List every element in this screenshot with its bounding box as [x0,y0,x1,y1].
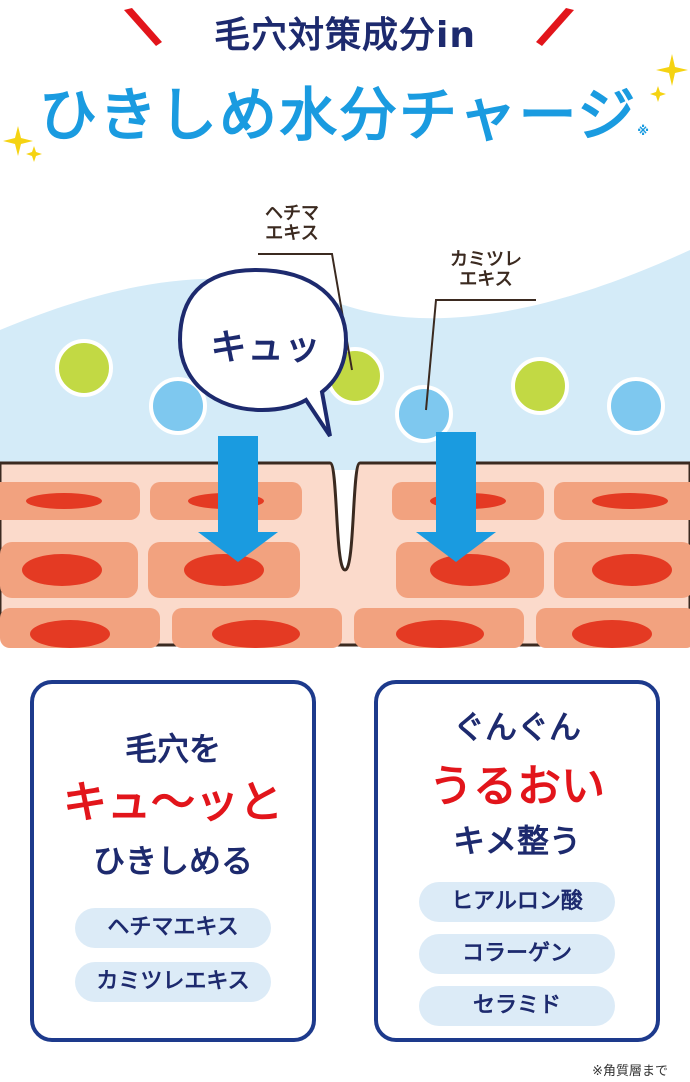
arrow-down-icon [416,432,496,562]
arrow-down-icon [198,436,278,562]
callout-right-line2: エキス [459,269,513,290]
card-right-line2: うるおい [429,761,605,812]
headline-line2: ひきしめ水分チャージ※ [0,68,690,152]
callout-right-line1: カミツレ [450,249,522,270]
callout-left-line1: ヘチマ [265,203,319,224]
green-droplet [511,357,569,415]
feature-card-tightening: 毛穴を キュ〜ッと ひきしめる ヘチマエキス カミツレエキス [30,680,316,1042]
card-left-line3: ひきしめる [92,842,253,880]
callout-line-right [425,299,536,411]
skin-diagram [0,250,690,648]
headline-note-mark: ※ [637,124,651,138]
blue-droplet [607,377,665,435]
headline-line1: 毛穴対策成分in [214,15,476,56]
ingredient-tag: ヘチマエキス [75,908,271,948]
sparkle-decoration-right [650,54,688,102]
card-left-line1: 毛穴を [124,730,221,768]
card-right-line3: キメ整う [452,822,581,860]
accent-slash-right [536,8,574,46]
green-droplet [55,339,113,397]
callout-left-line2: エキス [265,223,319,244]
blue-droplet [149,377,207,435]
cell-row-2 [0,542,690,598]
ingredient-tag: セラミド [419,986,615,1026]
cell-row-3 [0,608,690,648]
card-left-line2: キュ〜ッと [63,777,283,828]
ingredient-tag: カミツレエキス [75,962,271,1002]
blue-droplet [395,385,453,443]
ingredient-tag: コラーゲン [419,934,615,974]
feature-card-moisture: ぐんぐん うるおい キメ整う ヒアルロン酸 コラーゲン セラミド [374,680,660,1042]
speech-bubble [177,267,349,438]
callout-label-right: カミツレ エキス [436,250,536,290]
callout-label-left: ヘチマ エキス [252,204,332,244]
ingredient-droplets [55,339,665,443]
bubble-text: キュッ [210,327,322,368]
ingredient-tag: ヒアルロン酸 [419,882,615,922]
cell-row-1 [0,482,690,520]
accent-slash-left [124,8,162,46]
footnote: ※角質層まで [592,1064,668,1079]
headline-line2-text: ひきしめ水分チャージ [39,81,638,149]
sparkle-decoration-left [3,126,42,162]
card-right-line1: ぐんぐん [452,708,581,746]
